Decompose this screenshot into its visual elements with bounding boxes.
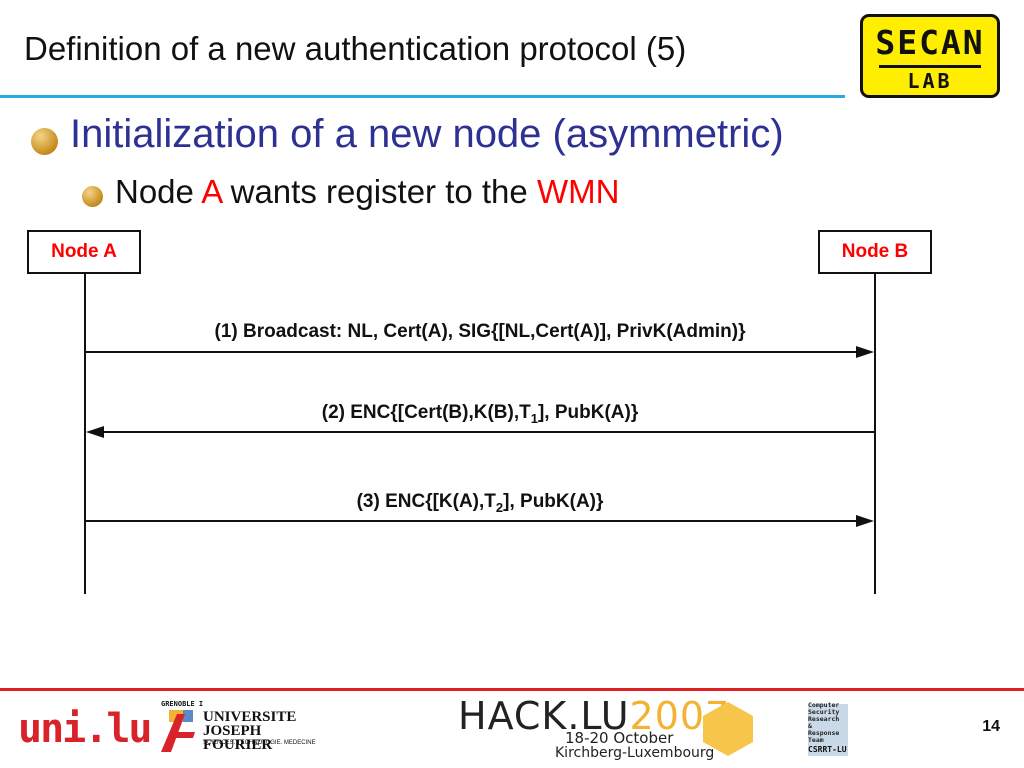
bullet-text-part: Node [115, 173, 202, 210]
ujf-logo-top: GRENOBLE I [161, 700, 204, 708]
bullet-icon [31, 128, 58, 155]
secan-logo-bottom-text: LAB [907, 69, 953, 93]
message-3-label: (3) ENC{[K(A),T2], PubK(A)} [86, 491, 874, 515]
message-3-text-end: ], PubK(A)} [503, 491, 604, 512]
node-b-box: Node B [818, 230, 932, 274]
node-a-lifeline [84, 274, 86, 594]
node-a-box: Node A [27, 230, 141, 274]
message-3-text: (3) ENC{[K(A),T [356, 491, 496, 512]
node-b-lifeline [874, 274, 876, 594]
message-1-arrow [86, 346, 874, 358]
csrrt-lu-logo: Computer Security Research & Response Te… [808, 702, 860, 758]
csrrt-line: Computer [808, 701, 840, 709]
bullet-text-part: wants register to the [221, 173, 537, 210]
csrrt-logo-badge: CSRRT-LU [808, 745, 847, 754]
hacklu-dates: 18-20 October [565, 729, 674, 747]
ujf-emblem-icon [161, 710, 195, 752]
hacklu-name: HACK.LU [458, 694, 630, 738]
message-1-label: (1) Broadcast: NL, Cert(A), SIG{[NL,Cert… [214, 321, 746, 342]
node-a-highlight: A [201, 173, 222, 210]
message-3-subscript: 2 [495, 499, 504, 515]
csrrt-line: Team [808, 736, 824, 744]
csrrt-line: & [808, 722, 812, 730]
hexagon-icon [703, 702, 753, 756]
csrrt-line: Research [808, 715, 840, 723]
ujf-logo-line-2: JOSEPH FOURIER [203, 723, 273, 753]
footer-divider [0, 688, 1024, 691]
csrrt-logo-background [808, 704, 848, 756]
csrrt-line: Response [808, 729, 840, 737]
ujf-logo-name: UNIVERSITE JOSEPH FOURIER [203, 709, 305, 753]
message-2-text-end: ], PubK(A)} [537, 402, 639, 423]
uni-lu-logo: uni.lu [18, 706, 152, 752]
message-2-arrow [86, 426, 874, 438]
wmn-highlight: WMN [536, 173, 620, 210]
hacklu-brand: HACK.LU2007 [458, 694, 730, 738]
message-2-text: (2) ENC{[Cert(B),K(B),T [321, 402, 531, 423]
message-3-arrow [86, 515, 874, 527]
secan-logo-top-text: SECAN [875, 23, 985, 62]
message-2-subscript: 1 [530, 410, 538, 426]
ujf-logo-line-1: UNIVERSITE [203, 709, 297, 725]
message-2-label: (2) ENC{[Cert(B),K(B),T1], PubK(A)} [86, 402, 874, 426]
ujf-logo-subtitle: SCIENCES. TECHNOLOGIE. MEDECINE [203, 740, 316, 746]
secan-lab-logo: SECAN LAB [860, 14, 1000, 98]
page-number: 14 [982, 718, 1000, 735]
bullet-level-1: Initialization of a new node (asymmetric… [70, 112, 784, 156]
hacklu-location: Kirchberg-Luxembourg [555, 745, 715, 761]
hacklu-2007-logo: HACK.LU2007 18-20 October Kirchberg-Luxe… [455, 694, 755, 762]
bullet-level-2: Node A wants register to the WMN [115, 173, 619, 211]
csrrt-logo-text: Computer Security Research & Response Te… [808, 702, 839, 744]
page-title: Definition of a new authentication proto… [24, 30, 687, 67]
ujf-logo: GRENOBLE I UNIVERSITE JOSEPH FOURIER SCI… [155, 700, 316, 756]
title-divider [0, 95, 845, 98]
secan-logo-divider [879, 65, 981, 68]
csrrt-line: Security [808, 708, 840, 716]
sub-bullet-icon [82, 186, 103, 207]
